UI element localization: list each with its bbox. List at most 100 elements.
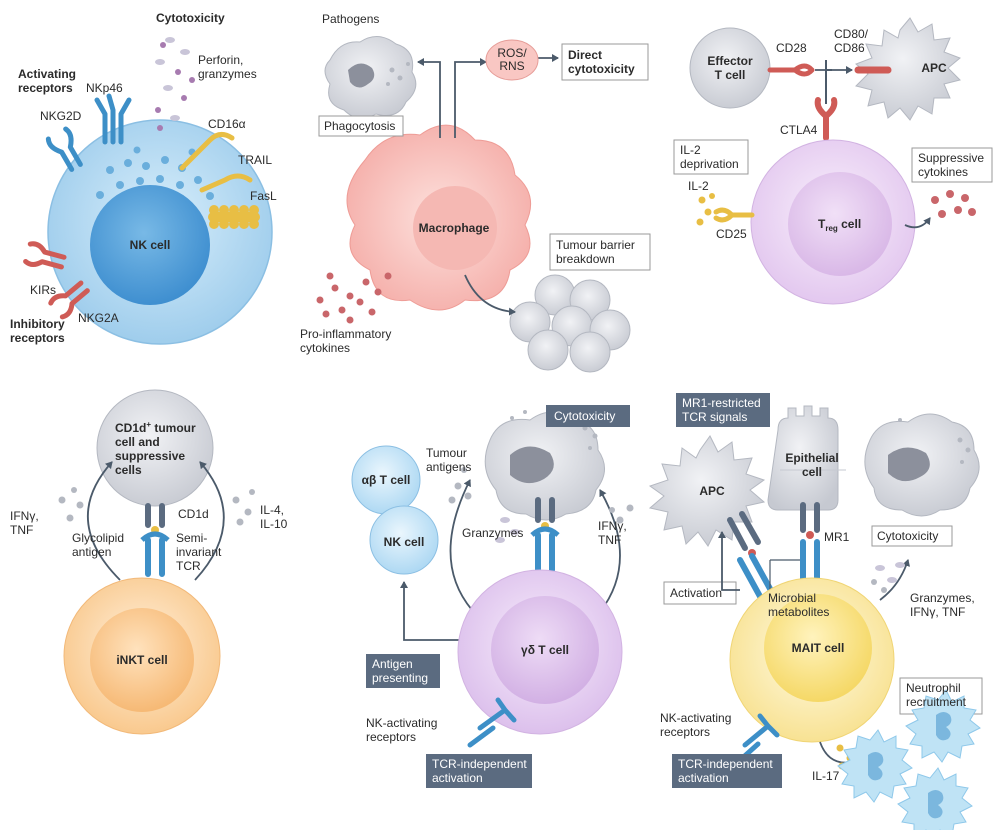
mr1-label: MR1: [824, 530, 850, 544]
gd-t-cell-name: γδ T cell: [521, 643, 569, 657]
il2-dots: [696, 193, 715, 226]
treg-cell-nucleus: [788, 172, 892, 276]
apc-cell: [855, 17, 961, 121]
small-nk-cell: [369, 505, 439, 575]
apc-name: APC: [921, 61, 947, 75]
macrophage-name: Macrophage: [419, 221, 490, 235]
ctla4-label: CTLA4: [780, 123, 818, 137]
cytotoxicity-label: Cytotoxicity: [156, 11, 225, 25]
mait-apc-name: APC: [699, 484, 725, 498]
proinflammatory-cytokines: [316, 272, 392, 324]
tumour-cluster: [509, 274, 631, 373]
nkg2d-label: NKG2D: [40, 109, 82, 123]
nkp46-label: NKp46: [86, 81, 123, 95]
nk-cell-name: NK cell: [130, 238, 171, 252]
mait-cytotoxicity-label: Cytotoxicity: [877, 529, 938, 543]
phagocytosis-label: Phagocytosis: [324, 119, 395, 133]
ros-label: ROS/RNS: [497, 46, 527, 73]
mait-granzymes-dots: [871, 562, 905, 593]
ros-arrow: [417, 54, 559, 138]
suppressive-cytokines-dots: [931, 190, 976, 218]
nkg2a-label: NKG2A: [78, 311, 119, 325]
cd1d-target-cell: [96, 389, 214, 507]
trail-label: TRAIL: [238, 153, 272, 167]
pathogens-label: Pathogens: [322, 12, 379, 26]
small-nk-cell-name: NK cell: [384, 535, 425, 549]
cd1d-molecule: [145, 503, 165, 528]
inkt-cell-nucleus: [90, 608, 194, 712]
mait-apc-cell: [648, 435, 766, 547]
cd25-receptor: [713, 207, 755, 223]
nk-granules: [96, 146, 214, 200]
epi-mr1-molecule: [800, 502, 820, 533]
cd25-label: CD25: [716, 227, 747, 241]
macrophage-nucleus: [413, 186, 497, 270]
cd16a-receptor: [179, 132, 235, 171]
inkt-cell-name: iNKT cell: [116, 653, 167, 667]
gd-granzymes-label: Granzymes: [462, 526, 523, 540]
gd-target-receptor: [535, 497, 555, 523]
semi-invariant-tcr: [140, 531, 170, 577]
cd28-label: CD28: [776, 41, 807, 55]
gd-nk-receptor: [467, 697, 517, 748]
apc-mr1-molecule: [727, 511, 761, 551]
nkg2d-receptor: [45, 126, 83, 172]
ab-t-cell-name: αβ T cell: [362, 473, 411, 487]
mait-cell-nucleus: [764, 594, 872, 702]
epithelial-cell: [767, 405, 839, 511]
fasl-label: FasL: [250, 189, 277, 203]
perforin-label: Perforin,granzymes: [198, 53, 257, 81]
neutrophils: [837, 689, 981, 830]
cd28-receptor: [767, 63, 815, 77]
kirs-label: KIRs: [30, 283, 56, 297]
nkg2a-receptor: [48, 280, 90, 320]
mait-granzymes-label: Granzymes,IFNγ, TNF: [910, 591, 975, 619]
ros-bubble: [485, 39, 539, 81]
il2-label: IL-2: [688, 179, 709, 193]
cd16a-label: CD16α: [208, 117, 246, 131]
activation-label: Activation: [670, 586, 722, 600]
il17-label: IL-17: [812, 769, 840, 783]
kirs-receptor: [23, 241, 67, 270]
inkt-ifng-label: IFNγ,TNF: [10, 509, 39, 537]
gd-tcr: [530, 526, 560, 573]
cd80-label: CD80/CD86: [834, 27, 869, 55]
nk-cell-nucleus: [90, 185, 210, 305]
cd1d-label: CD1d: [178, 507, 209, 521]
gd-granzymes-dots: [495, 517, 520, 543]
gd-t-cell-nucleus: [491, 596, 599, 704]
trail-receptor: [199, 173, 253, 193]
ctla4-receptor: [814, 97, 838, 141]
gd-ifng-label: IFNγ,TNF: [598, 519, 627, 547]
perforin-granules: [155, 37, 195, 131]
treg-cell-name: Treg cell: [818, 217, 861, 233]
